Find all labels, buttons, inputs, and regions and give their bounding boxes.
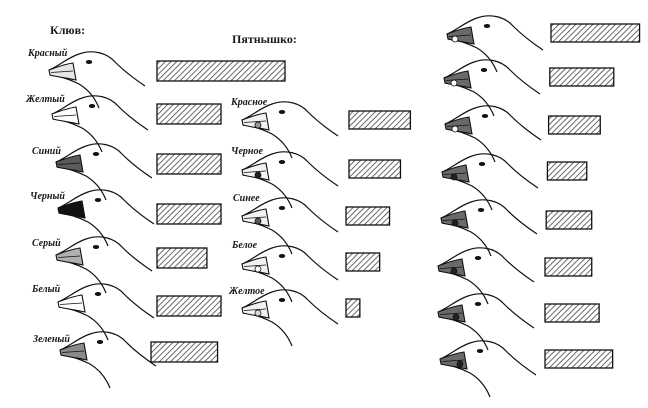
spot-icon [450, 173, 458, 181]
eye-icon [88, 104, 96, 108]
eye-icon [481, 114, 489, 118]
eye-icon [480, 68, 488, 72]
spot-icon [450, 79, 458, 87]
response-bar-spot-3 [345, 252, 381, 272]
gull-head-icon-position-5 [437, 247, 535, 305]
response-bar-position-3 [546, 161, 588, 181]
gull-head-icon-position-3 [441, 153, 539, 211]
gull-head-icon-position-0 [446, 15, 544, 73]
gull-head-icon-spot-0 [241, 101, 339, 159]
gull-head-icon-beak-6 [59, 331, 157, 389]
response-bar-position-6 [544, 303, 600, 323]
beak-label-blue: Синий [32, 146, 61, 157]
eye-icon [278, 110, 286, 114]
response-bars [150, 23, 641, 369]
spot-label-blue: Синее [233, 193, 260, 204]
eye-icon [92, 245, 100, 249]
beak-label-black: Черный [30, 191, 65, 202]
eye-icon [278, 254, 286, 258]
spot-icon [451, 35, 459, 43]
eye-icon [477, 208, 485, 212]
beak-label-yellow: Желтый [26, 94, 65, 105]
response-bar-position-0 [550, 23, 641, 43]
response-bar-spot-4 [345, 298, 361, 318]
beak-label-grey: Серый [32, 238, 61, 249]
response-bar-position-2 [547, 115, 601, 135]
eye-icon [85, 60, 93, 64]
eye-icon [94, 198, 102, 202]
eye-icon [483, 24, 491, 28]
spot-icon [254, 265, 262, 273]
spot-icon [456, 360, 464, 368]
response-bar-beak-1 [156, 103, 222, 125]
eye-icon [278, 160, 286, 164]
eye-icon [96, 340, 104, 344]
response-bar-position-7 [544, 349, 614, 369]
gull-head-icon-beak-0 [48, 51, 146, 109]
response-bar-spot-0 [348, 110, 412, 130]
eye-icon [474, 256, 482, 260]
spot-icon [451, 125, 459, 133]
beak-heading: Клюв: [50, 23, 86, 37]
eye-icon [278, 206, 286, 210]
gull-head-icon-position-4 [440, 199, 538, 257]
response-bar-beak-6 [150, 341, 219, 363]
spot-icon [451, 219, 459, 227]
gull-head-icon-spot-2 [241, 197, 339, 255]
spot-icon [452, 313, 460, 321]
spot-icon [450, 267, 458, 275]
response-bar-position-1 [549, 67, 615, 87]
spot-icon [254, 171, 262, 179]
eye-icon [278, 298, 286, 302]
gull-head-icon-beak-2 [55, 143, 153, 201]
beak-label-green: Зеленый [33, 334, 70, 345]
response-bar-spot-2 [345, 206, 391, 226]
gull-head-icon-position-1 [443, 59, 541, 117]
response-bar-beak-0 [156, 60, 286, 82]
gull-head-icon-position-2 [444, 105, 542, 163]
response-bar-beak-4 [156, 247, 208, 269]
response-bar-position-5 [544, 257, 593, 277]
gull-head-icon-position-6 [437, 293, 535, 351]
eye-icon [94, 292, 102, 296]
gull-head-icon-spot-1 [241, 151, 339, 209]
spot-heading: Пятнышко: [232, 32, 297, 46]
spot-icon [254, 121, 262, 129]
spot-label-yellow: Желтое [229, 286, 265, 297]
spot-icon [254, 217, 262, 225]
spot-icon [254, 309, 262, 317]
response-bar-position-4 [545, 210, 593, 230]
spot-label-red: Красное [231, 97, 268, 108]
response-bar-beak-3 [156, 203, 222, 225]
gull-head-icon-beak-4 [55, 236, 153, 294]
response-bar-beak-2 [156, 153, 222, 175]
eye-icon [92, 152, 100, 156]
eye-icon [478, 162, 486, 166]
eye-icon [474, 302, 482, 306]
beak-label-red: Красный [28, 48, 68, 59]
response-bar-beak-5 [156, 295, 222, 317]
beak-label-white: Белый [32, 284, 61, 295]
spot-label-black: Черное [231, 146, 263, 157]
eye-icon [476, 349, 484, 353]
gull-heads [48, 15, 544, 398]
gull-head-icon-spot-3 [241, 245, 339, 303]
spot-label-white: Белое [232, 240, 258, 251]
response-bar-spot-1 [348, 159, 402, 179]
gull-head-icon-position-7 [439, 340, 537, 398]
gull-head-icon-spot-4 [241, 289, 339, 347]
